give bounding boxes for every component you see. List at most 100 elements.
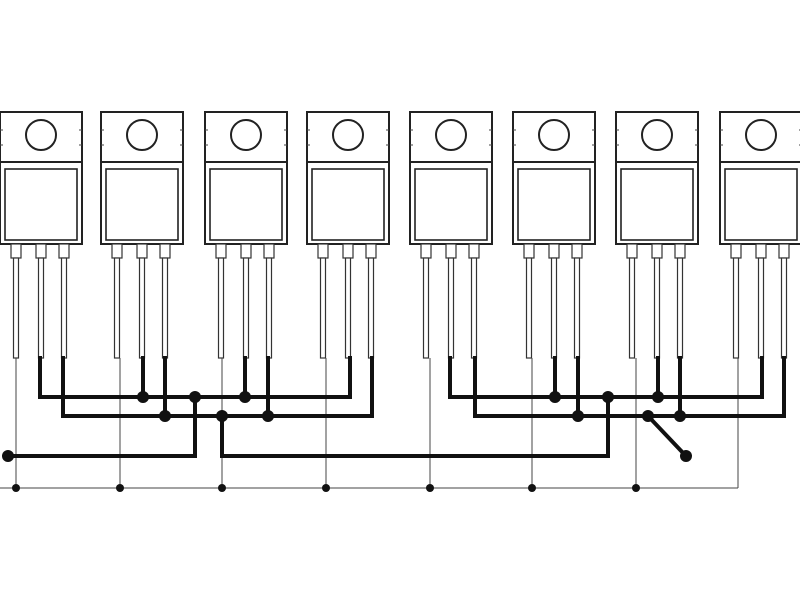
lead-pin xyxy=(422,257,430,359)
transistor-body-face xyxy=(414,168,488,241)
lead-shoulder xyxy=(523,243,535,259)
lead-shoulder xyxy=(755,243,767,259)
lead-shoulder xyxy=(240,243,252,259)
junction-dots xyxy=(2,391,692,492)
transistor-2 xyxy=(100,111,184,359)
junction-dot xyxy=(572,410,584,422)
transistor-body-face xyxy=(209,168,283,241)
junction-dot xyxy=(652,391,664,403)
transistor-body-face xyxy=(517,168,591,241)
mounting-hole xyxy=(332,119,364,151)
transistor-body-face xyxy=(620,168,694,241)
mounting-hole xyxy=(641,119,673,151)
bus-junction-dot xyxy=(218,484,226,492)
lead-pin xyxy=(138,257,146,359)
bus-junction-dot xyxy=(116,484,124,492)
lead-shoulder xyxy=(342,243,354,259)
transistor-5 xyxy=(409,111,493,359)
lead-shoulder xyxy=(317,243,329,259)
lead-pin xyxy=(344,257,352,359)
lead-shoulder xyxy=(111,243,123,259)
junction-dot xyxy=(674,410,686,422)
bus-junction-dot xyxy=(528,484,536,492)
lead-pin xyxy=(780,257,788,359)
bus-junction-dot xyxy=(426,484,434,492)
wire-trace xyxy=(473,356,786,418)
junction-dot xyxy=(262,410,274,422)
lead-pin xyxy=(525,257,533,359)
junction-dot xyxy=(680,450,692,462)
lead-shoulder xyxy=(159,243,171,259)
junction-dot xyxy=(602,391,614,403)
lead-shoulder xyxy=(35,243,47,259)
transistor-packages xyxy=(0,111,800,359)
wire-trace xyxy=(220,395,610,458)
lead-shoulder xyxy=(263,243,275,259)
lead-shoulder xyxy=(651,243,663,259)
lead-shoulder xyxy=(778,243,790,259)
wiring xyxy=(0,356,786,489)
lead-pin xyxy=(653,257,661,359)
lead-pin xyxy=(550,257,558,359)
mounting-hole xyxy=(435,119,467,151)
lead-pin xyxy=(60,257,68,359)
mounting-hole xyxy=(230,119,262,151)
mounting-hole xyxy=(25,119,57,151)
lead-shoulder xyxy=(445,243,457,259)
lead-pin xyxy=(12,257,20,359)
mounting-hole xyxy=(745,119,777,151)
lead-shoulder xyxy=(420,243,432,259)
lead-shoulder xyxy=(571,243,583,259)
bus-junction-dot xyxy=(12,484,20,492)
bus-junction-dot xyxy=(322,484,330,492)
mounting-hole xyxy=(126,119,158,151)
junction-dot xyxy=(2,450,14,462)
wire-trace xyxy=(645,413,689,459)
transistor-7 xyxy=(615,111,699,359)
junction-dot xyxy=(159,410,171,422)
wire-trace xyxy=(448,356,764,399)
lead-pin xyxy=(573,257,581,359)
junction-dot xyxy=(189,391,201,403)
junction-dot xyxy=(239,391,251,403)
junction-dot xyxy=(549,391,561,403)
junction-dot xyxy=(137,391,149,403)
transistor-3 xyxy=(204,111,288,359)
junction-dot xyxy=(216,410,228,422)
lead-pin xyxy=(217,257,225,359)
lead-pin xyxy=(628,257,636,359)
lead-shoulder xyxy=(215,243,227,259)
transistor-body-face xyxy=(4,168,78,241)
lead-pin xyxy=(676,257,684,359)
lead-pin xyxy=(757,257,765,359)
lead-shoulder xyxy=(10,243,22,259)
lead-pin xyxy=(367,257,375,359)
lead-pin xyxy=(242,257,250,359)
junction-dot xyxy=(642,410,654,422)
transistor-6 xyxy=(512,111,596,359)
wire-trace xyxy=(6,395,197,458)
mounting-hole xyxy=(538,119,570,151)
lead-pin xyxy=(265,257,273,359)
lead-pin xyxy=(319,257,327,359)
lead-pin xyxy=(161,257,169,359)
transistor-body-face xyxy=(724,168,798,241)
transistor-body-face xyxy=(311,168,385,241)
transistor-4 xyxy=(306,111,390,359)
transistor-1 xyxy=(0,111,83,359)
transistor-8 xyxy=(719,111,800,359)
lead-shoulder xyxy=(730,243,742,259)
lead-shoulder xyxy=(548,243,560,259)
lead-shoulder xyxy=(626,243,638,259)
bus-junction-dot xyxy=(632,484,640,492)
lead-shoulder xyxy=(58,243,70,259)
lead-pin xyxy=(113,257,121,359)
lead-shoulder xyxy=(365,243,377,259)
lead-shoulder xyxy=(136,243,148,259)
lead-pin xyxy=(447,257,455,359)
lead-pin xyxy=(470,257,478,359)
lead-pin xyxy=(732,257,740,359)
lead-pin xyxy=(37,257,45,359)
transistor-body-face xyxy=(105,168,179,241)
